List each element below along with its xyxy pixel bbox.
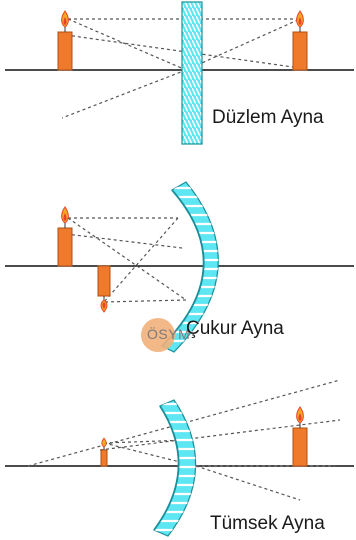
watermark-text: ÖSYM [147, 326, 191, 342]
concave-mirror-label: Çukur Ayna [186, 318, 284, 339]
plane-mirror [181, 1, 203, 145]
convex-mirror-label: Tümsek Ayna [210, 513, 325, 534]
object-candle [57, 206, 73, 267]
plane-mirror-label: Düzlem Ayna [212, 107, 324, 128]
plane-mirror-panel [5, 1, 354, 145]
watermark-circle [141, 318, 175, 352]
light-rays [61, 18, 301, 119]
object-candle [292, 406, 308, 467]
inverted-image-candle [97, 265, 111, 313]
object-candle [57, 10, 73, 71]
image-candle [292, 10, 308, 71]
light-rays [65, 217, 187, 303]
image-candle-small [100, 437, 108, 467]
